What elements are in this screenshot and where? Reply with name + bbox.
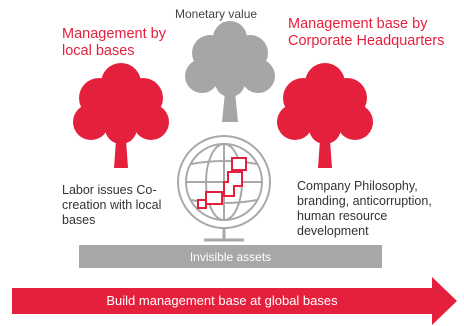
left-description: Labor issues Co-creation with local base… (62, 183, 162, 227)
invisible-assets-label: Invisible assets (189, 250, 272, 264)
arrow-icon (12, 277, 457, 325)
japan-map-icon (197, 157, 247, 209)
gray-tree-icon (185, 21, 275, 122)
red-tree-left-icon (73, 63, 169, 168)
management-local-label: Management by local bases (62, 26, 166, 59)
monetary-value-label: Monetary value (175, 7, 258, 21)
right-description: Company Philosophy, branding, anticorrup… (297, 179, 432, 238)
management-hq-label: Management base by Corporate Headquarter… (288, 16, 445, 49)
arrow-label: Build management base at global bases (106, 293, 338, 308)
red-tree-right-icon (277, 63, 373, 168)
invisible-assets-bar (79, 245, 382, 268)
